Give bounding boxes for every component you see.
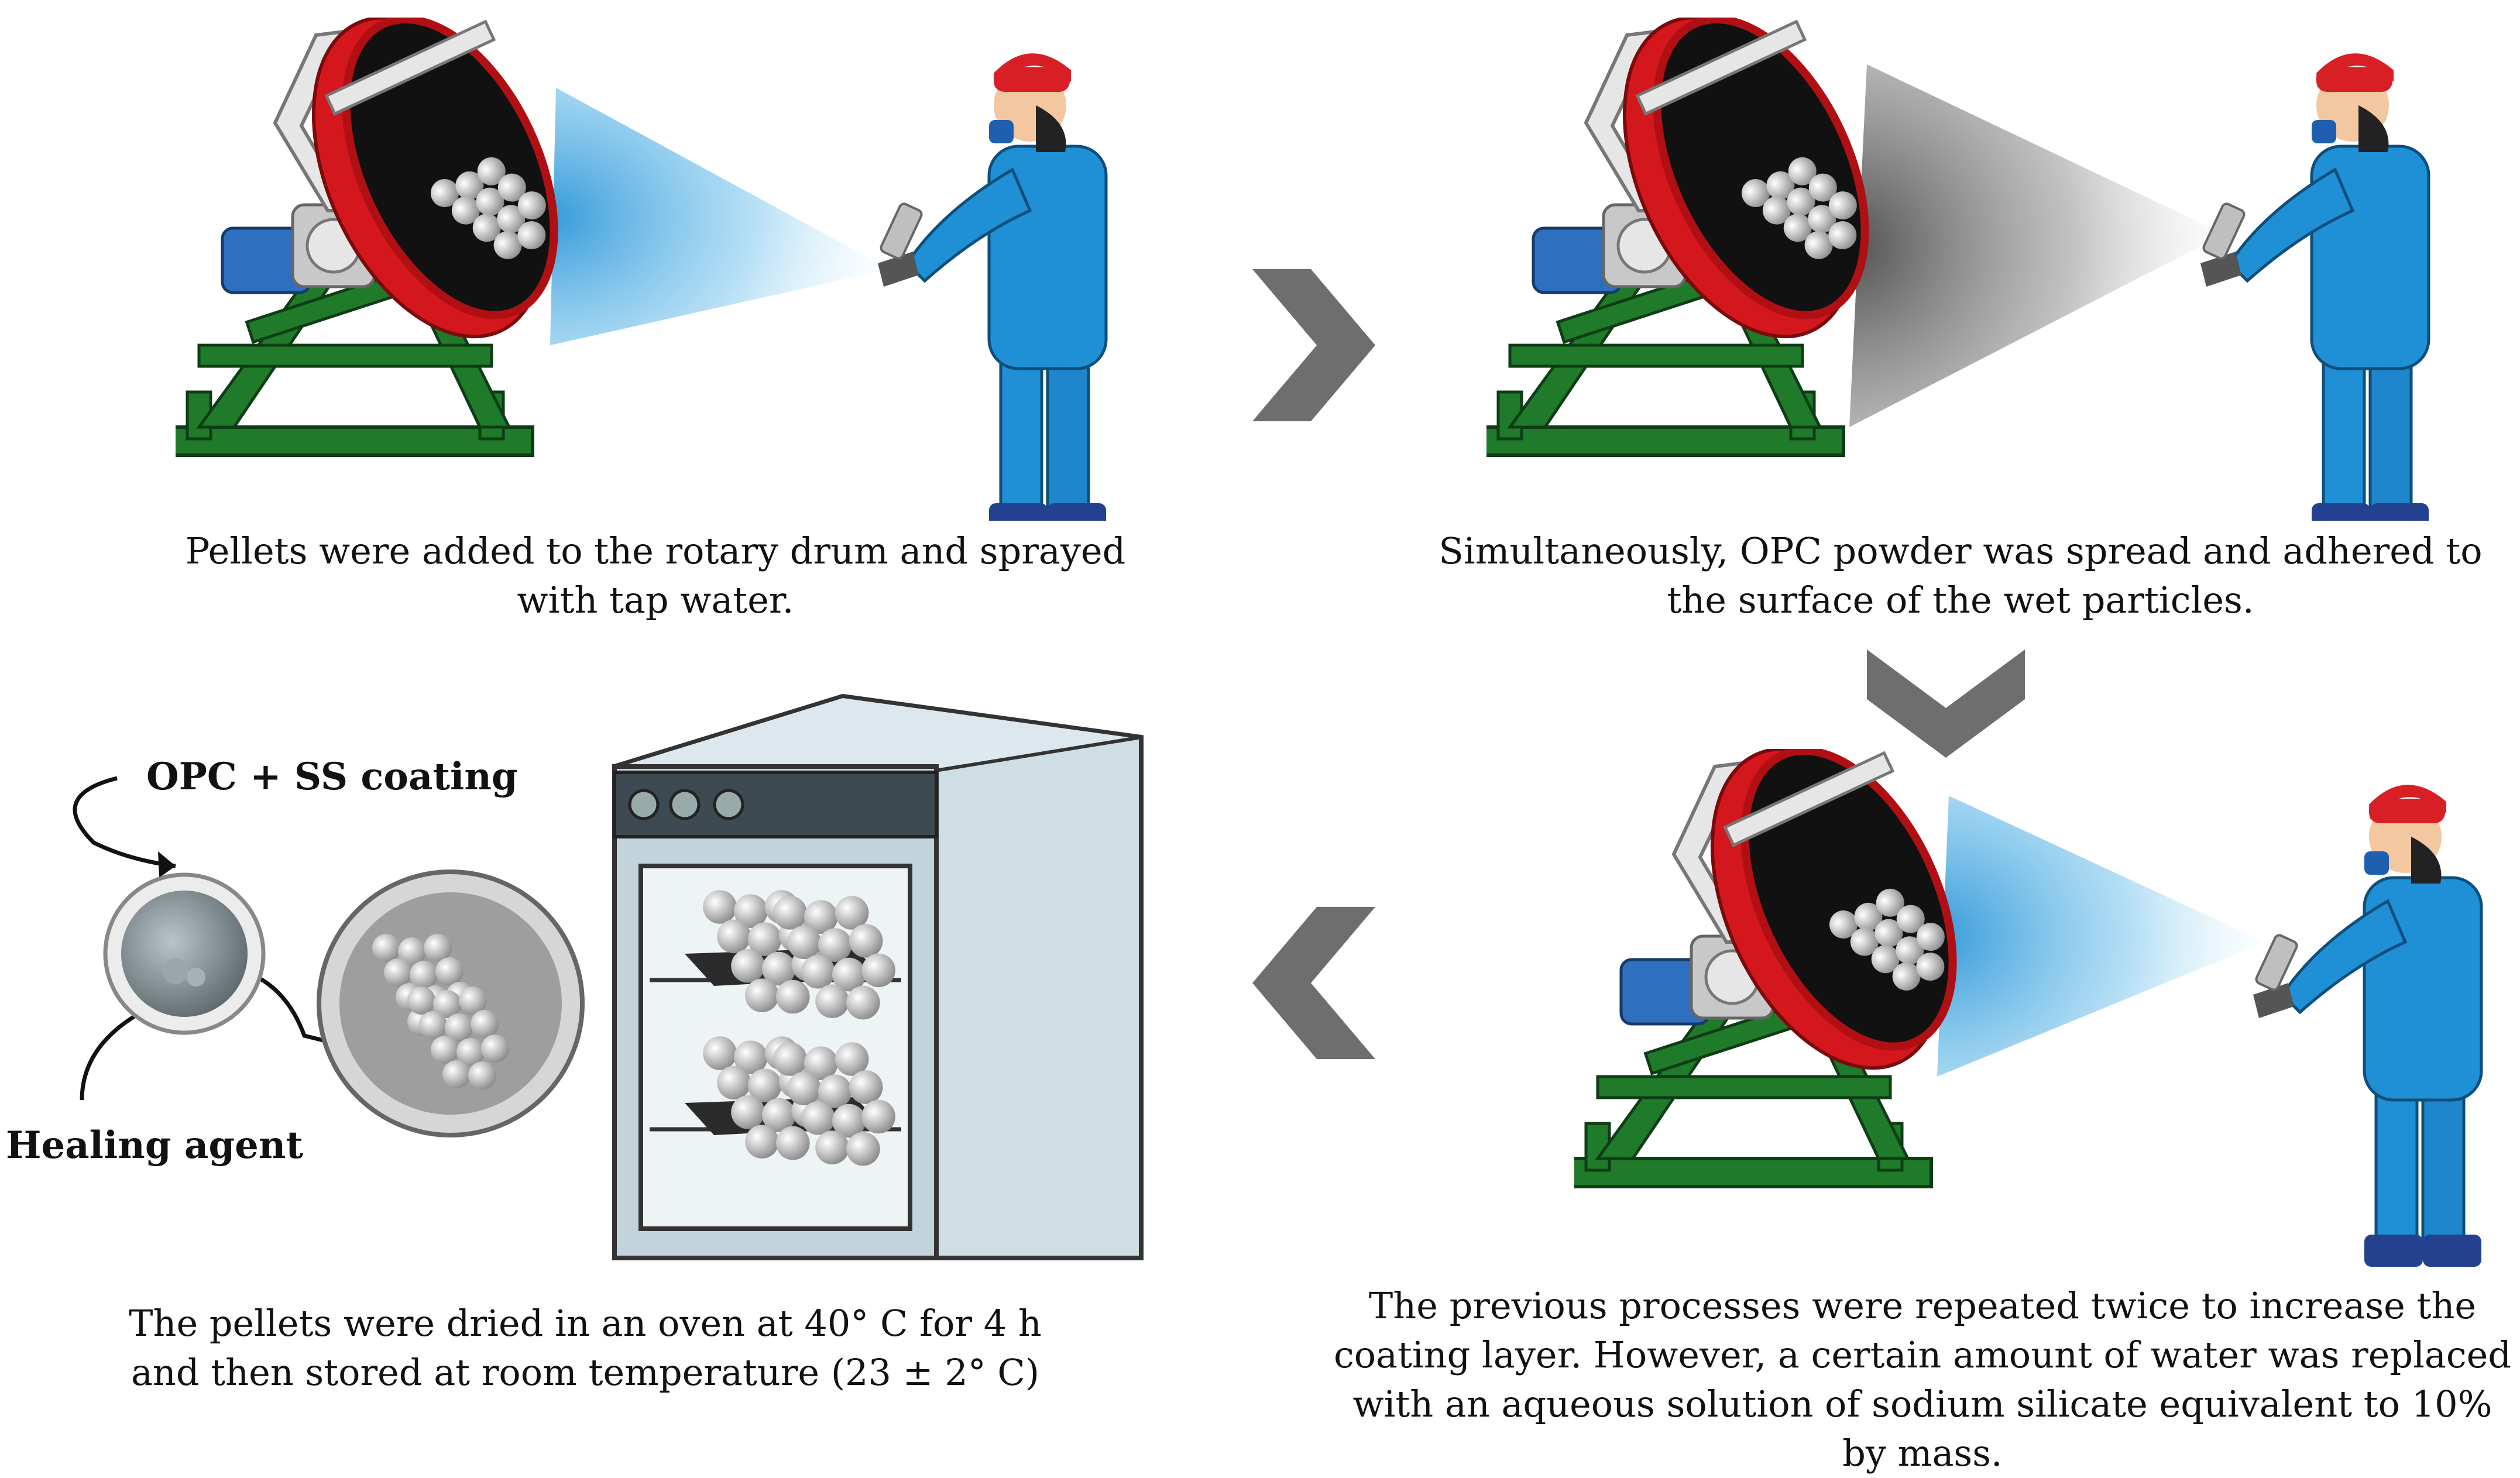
label-coating: OPC + SS coating bbox=[146, 755, 518, 799]
oven bbox=[612, 693, 1144, 1260]
scene-repeat-process bbox=[1574, 749, 2511, 1276]
caption-step-4: The pellets were dried in an oven at 40°… bbox=[129, 1302, 1042, 1394]
caption-step-3: The previous processes were repeated twi… bbox=[1333, 1284, 2512, 1474]
arrow-right bbox=[1252, 269, 1375, 421]
caption-step-2: Simultaneously, OPC powder was spread an… bbox=[1438, 530, 2483, 621]
scene-drying bbox=[73, 693, 1144, 1260]
caption-step-1: Pellets were added to the rotary drum an… bbox=[185, 530, 1126, 621]
scene-water-spray bbox=[176, 18, 1141, 521]
process-diagram: { "steps": [ {"caption": "Pellets were a… bbox=[6, 18, 2512, 1474]
water-spray-cone-repeat bbox=[1937, 796, 2265, 1077]
scene-powder-spread bbox=[1486, 18, 2452, 521]
water-spray-cone bbox=[550, 88, 890, 345]
arrow-left bbox=[1252, 907, 1375, 1059]
powder-spray-cone bbox=[1849, 64, 2224, 427]
arrow-down bbox=[1867, 649, 2025, 758]
coating-pointer-arrow bbox=[73, 776, 176, 868]
label-healing-agent: Healing agent bbox=[6, 1123, 303, 1167]
